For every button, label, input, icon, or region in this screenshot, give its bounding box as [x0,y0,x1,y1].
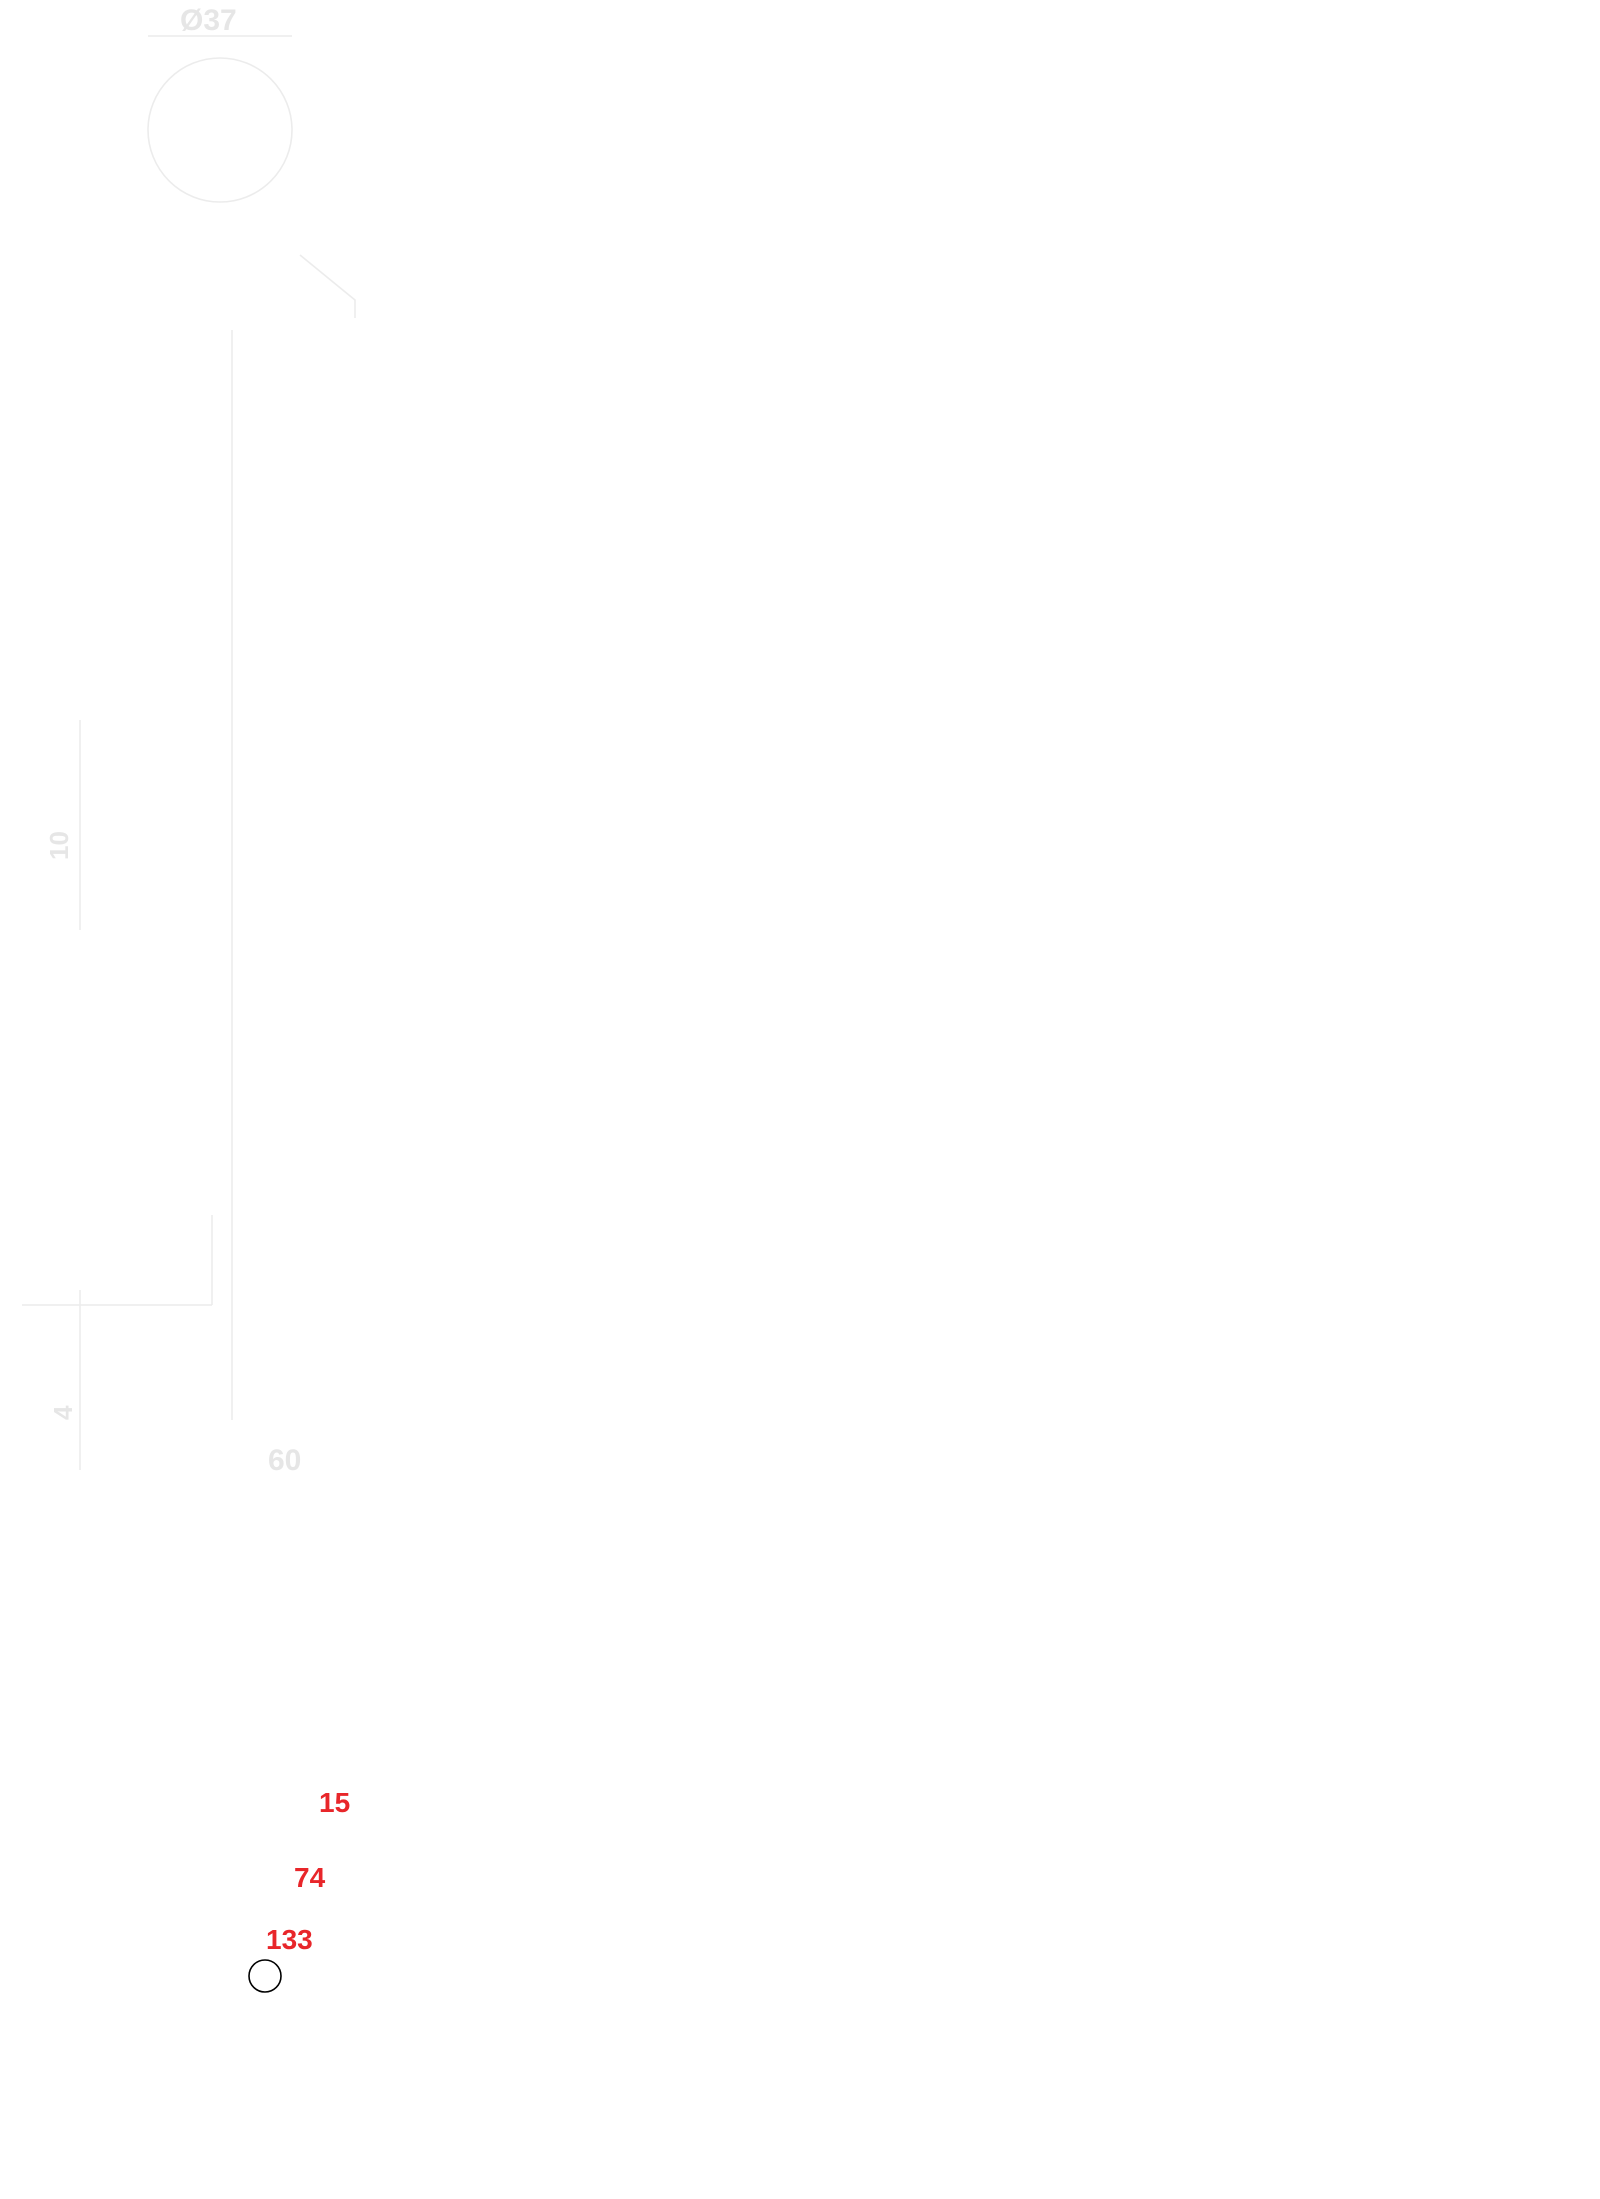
side-dimension-label-a: 10 [44,831,74,860]
top-circle-outline [147,57,293,203]
bottom-dimension-label: 60 [268,1444,301,1477]
side-dimension-label-b: 4 [48,1405,78,1420]
callout-label-3: 133 [266,1924,313,1955]
diameter-dimension-label: Ø37 [180,4,237,37]
circle-marker-icon [248,1959,282,1993]
faint-dimension-texts: Ø37 10 4 60 [44,4,301,1477]
callout-labels: 15 74 133 [266,1787,350,1955]
callout-label-2: 74 [294,1862,326,1893]
corner-detail-line [299,254,356,318]
callout-label-1: 15 [319,1787,350,1818]
faint-linework [22,35,356,1470]
